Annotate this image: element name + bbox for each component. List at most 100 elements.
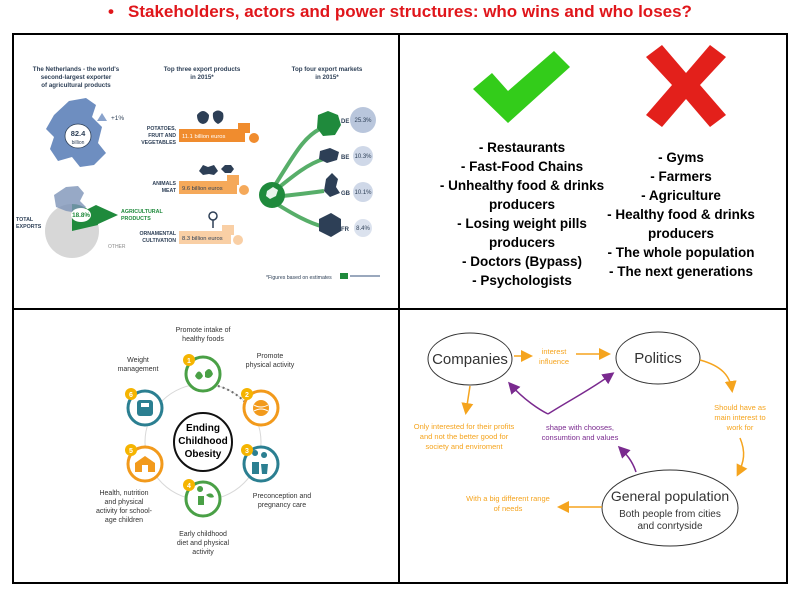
markets-heading-2: in 2015*: [315, 74, 339, 81]
center-line-3: Obesity: [185, 449, 222, 460]
product-2-name-2: MEAT: [162, 188, 177, 194]
market-fr-code: FR: [341, 227, 350, 233]
product-3-name-1: ORNAMENTAL: [140, 231, 177, 237]
product-2-bar: [179, 181, 237, 194]
population-sub-1: Both people from cities: [619, 509, 721, 520]
nl-heading-3: of agricultural products: [41, 82, 111, 89]
produce-icon: [197, 110, 224, 124]
growth-arrow-icon: [97, 113, 107, 121]
winner-item: producers: [488, 235, 556, 250]
winner-item: - Losing weight pills: [457, 216, 587, 231]
obesity-diagram: Ending Childhood Obesity 1 Promote intak…: [14, 310, 398, 582]
power-map: Companies Politics General population Bo…: [400, 310, 786, 582]
loser-item: producers: [647, 226, 715, 241]
center-line-2: Childhood: [178, 436, 227, 447]
shape-note-1: shape with chooses,: [546, 423, 614, 432]
product-1-bar: [179, 129, 245, 142]
winner-item: - Restaurants: [478, 140, 566, 155]
products-heading-2: in 2015*: [190, 74, 214, 81]
item-5-label-1: Health, nutrition: [99, 490, 148, 497]
product-3-value: 8.3 billion euros: [182, 236, 223, 242]
losers-list: - Gyms - Farmers - Agriculture - Healthy…: [576, 148, 786, 281]
item-4-num: 4: [187, 483, 191, 490]
agri-share: 18.8%: [72, 212, 90, 219]
map-fr-icon: [319, 213, 341, 237]
export-markets: DE BE GB FR 25.3% 10.3% 10.1% 8.4%: [259, 107, 376, 237]
population-node: [601, 469, 739, 547]
politics-note-3: work for: [726, 423, 754, 432]
item-3-label-1: Preconception and: [253, 493, 311, 500]
school-icon: [135, 456, 155, 472]
product-1-name-2: FRUIT AND: [148, 133, 176, 139]
item-1-label-2: healthy foods: [182, 336, 224, 343]
check-icon: [473, 51, 570, 123]
map-gb-icon: [324, 173, 340, 197]
grid-divider-horizontal: [12, 308, 788, 310]
item-3-num: 3: [245, 448, 249, 455]
products-list: POTATOES, FRUIT AND VEGETABLES 11.1 bill…: [140, 110, 259, 245]
companies-label: Companies: [432, 351, 508, 368]
item-6-num: 6: [129, 392, 133, 399]
map-be-icon: [319, 148, 339, 163]
item-3-label-2: pregnancy care: [258, 502, 306, 509]
winners-list: - Restaurants - Fast-Food Chains - Unhea…: [402, 138, 642, 290]
politics-note-1: Should have as: [714, 403, 766, 412]
center-circle: [173, 412, 233, 472]
item-6-label-1: Weight: [127, 357, 149, 364]
politics-note-2: main interest to: [714, 413, 765, 422]
pregnancy-icon: [252, 450, 268, 474]
loser-item: - Healthy food & drinks: [607, 207, 755, 222]
map-de-icon: [317, 111, 341, 136]
item-1-circle: [184, 355, 222, 393]
bullet-icon: •: [108, 2, 114, 21]
interest-label: interest: [542, 347, 568, 356]
item-5-label-4: age children: [105, 517, 143, 524]
item-4-label-3: activity: [192, 549, 214, 556]
total-label-1: TOTAL: [16, 217, 34, 223]
item-5-num: 5: [129, 448, 133, 455]
product-3-bar: [179, 231, 231, 244]
item-2-label-1: Promote: [257, 353, 284, 360]
livestock-icon: [199, 165, 234, 175]
companies-note-1: Only interested for their profits: [414, 422, 515, 431]
item-5-label-2: and physical: [105, 499, 144, 506]
product-2-value: 9.6 billion euros: [182, 186, 223, 192]
loser-item: - The next generations: [608, 264, 754, 279]
winners-losers-panel: - Restaurants - Fast-Food Chains - Unhea…: [400, 35, 786, 308]
market-fr-share: 8.4%: [356, 226, 370, 232]
nl-map-small-icon: [54, 186, 86, 213]
products-heading-1: Top three export products: [164, 66, 241, 73]
loser-item: - The whole population: [607, 245, 755, 260]
product-1-name-3: VEGETABLES: [141, 140, 176, 146]
companies-note-2: and not the better good for: [420, 432, 509, 441]
market-be-code: BE: [341, 155, 349, 161]
loser-item: - Agriculture: [641, 188, 721, 203]
product-2-name-1: ANIMALS: [152, 181, 176, 187]
politics-node: [615, 331, 701, 385]
item-4-label-2: diet and physical: [177, 540, 230, 547]
shape-arrow-politics: [547, 372, 615, 415]
shape-note-2: consumtion and values: [542, 433, 619, 442]
companies-note-3: society and enviroment: [425, 442, 503, 451]
item-2-label-2: physical activity: [246, 362, 295, 369]
winner-item: - Unhealthy food & drinks: [439, 178, 605, 193]
winner-item: - Fast-Food Chains: [460, 159, 584, 174]
market-gb-share: 10.1%: [354, 190, 372, 196]
companies-node: [427, 332, 513, 386]
market-gb-code: GB: [341, 191, 351, 197]
winner-item: - Psychologists: [472, 273, 572, 288]
total-label-2: EXPORTS: [16, 224, 42, 230]
scale-icon: [137, 400, 153, 416]
nl-heading-2: second-largest exporter: [41, 74, 112, 81]
cross-icon: [646, 45, 726, 127]
population-sub-2: and conrtyside: [637, 521, 702, 532]
winner-item: producers: [488, 197, 556, 212]
item-4-label-1: Early childhood: [179, 531, 227, 538]
influence-label: influence: [539, 357, 569, 366]
product-1-value: 11.1 billion euros: [182, 134, 225, 140]
item-2-num: 2: [245, 392, 249, 399]
winner-item: - Doctors (Bypass): [461, 254, 583, 269]
agri-label-1: AGRICULTURAL: [121, 209, 163, 215]
product-1-name-1: POTATOES,: [147, 126, 177, 132]
export-unit: billion: [72, 140, 85, 146]
